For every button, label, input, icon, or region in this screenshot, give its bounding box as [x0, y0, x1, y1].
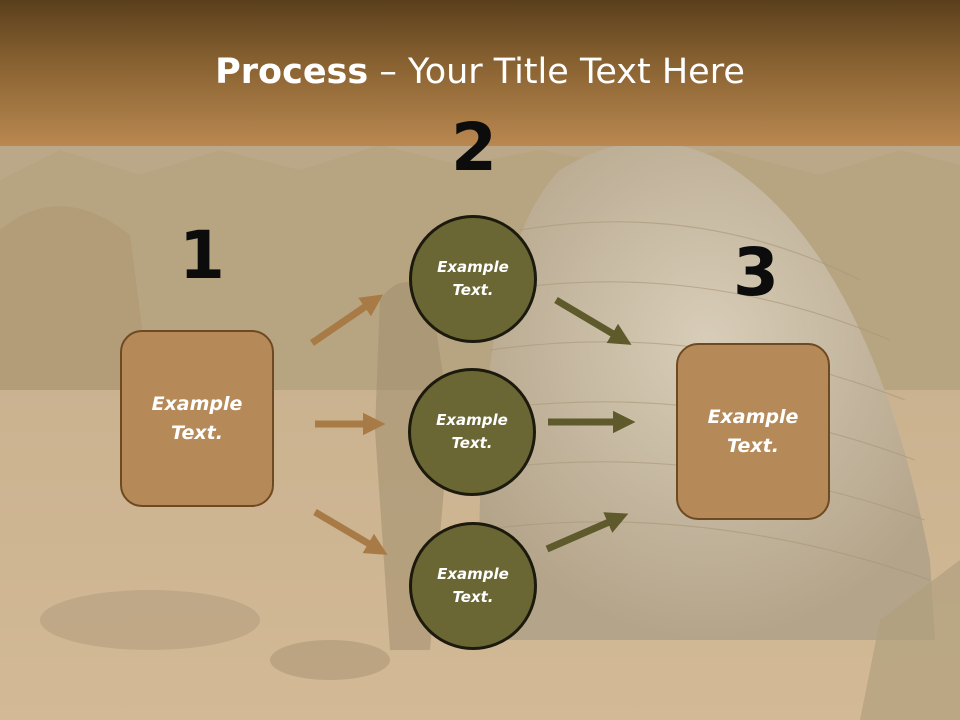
- step1-box[interactable]: Example Text.: [120, 330, 274, 507]
- circle-middle[interactable]: Example Text.: [408, 368, 536, 496]
- circle-middle-text: Example Text.: [436, 411, 508, 452]
- arrow-bottom-to-step3: [545, 512, 629, 553]
- step1-text: Example Text.: [151, 392, 243, 444]
- arrow-to-top-circle: [310, 294, 384, 346]
- circle-top-text: Example Text.: [437, 258, 509, 299]
- step-number-2: 2: [451, 109, 497, 186]
- step-number-1: 1: [179, 217, 225, 294]
- title-bar: [0, 0, 960, 146]
- circle-bottom-text: Example Text.: [437, 565, 509, 606]
- title-rest: – Your Title Text Here: [368, 52, 745, 92]
- circle-top[interactable]: Example Text.: [409, 215, 537, 343]
- slide-title[interactable]: Process – Your Title Text Here: [0, 52, 960, 92]
- step3-text: Example Text.: [707, 405, 799, 457]
- circle-bottom[interactable]: Example Text.: [409, 522, 537, 650]
- step-number-3: 3: [733, 234, 779, 311]
- arrow-top-to-step3: [554, 296, 632, 345]
- step3-box[interactable]: Example Text.: [676, 343, 830, 520]
- arrow-to-bottom-circle: [313, 508, 388, 555]
- title-bold: Process: [215, 52, 369, 92]
